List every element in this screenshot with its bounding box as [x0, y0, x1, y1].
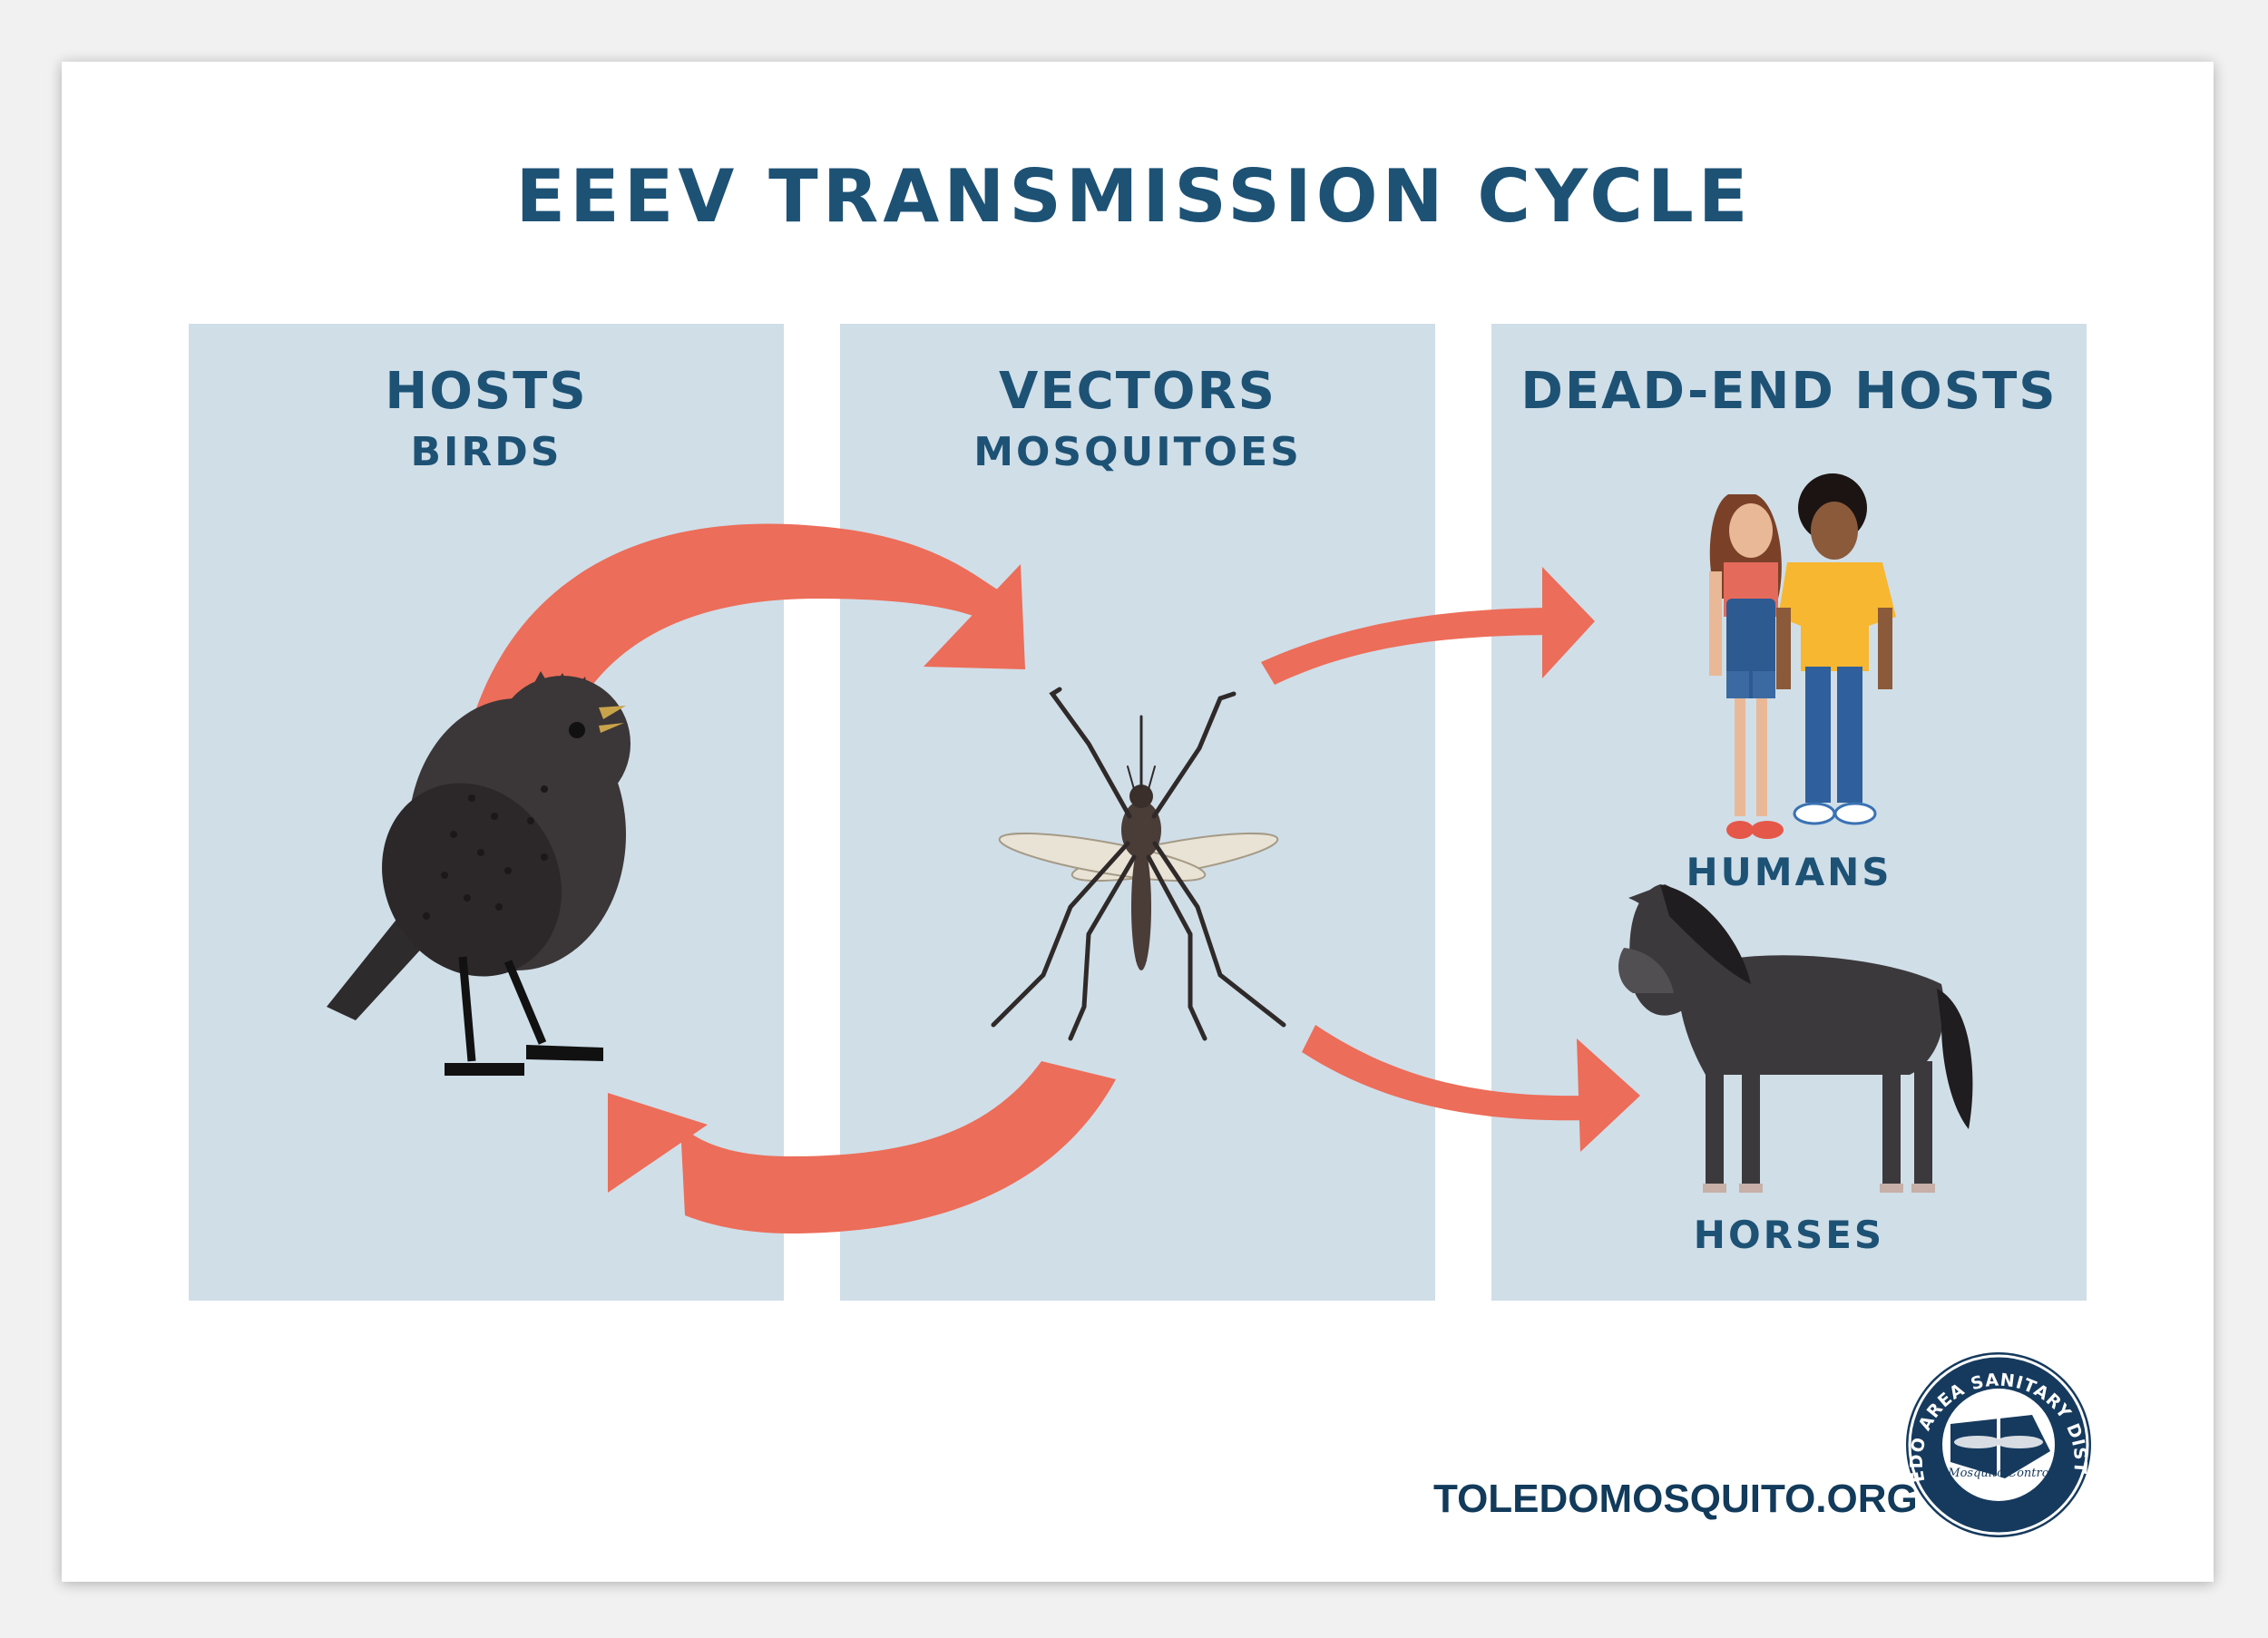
panel-dead-end-hosts: DEAD-END HOSTS HUMANS HORSES	[1491, 324, 2087, 1301]
panel-heading-hosts: HOSTS	[385, 362, 588, 421]
website-link[interactable]: TOLEDOMOSQUITO.ORG	[1433, 1477, 1918, 1521]
label-horses: HORSES	[1693, 1213, 1885, 1257]
label-humans: HUMANS	[1686, 850, 1892, 894]
panel-subheading-mosquitoes: MOSQUITOES	[973, 429, 1302, 475]
page-title: EEEV TRANSMISSION CYCLE	[515, 154, 1753, 239]
panel-heading-vectors: VECTORS	[999, 362, 1276, 421]
panel-heading-dead-end-hosts: DEAD-END HOSTS	[1520, 362, 2058, 421]
panel-subheading-birds: BIRDS	[410, 429, 562, 475]
panel-hosts: HOSTS BIRDS	[189, 324, 784, 1301]
panel-vectors: VECTORS MOSQUITOES	[840, 324, 1435, 1301]
